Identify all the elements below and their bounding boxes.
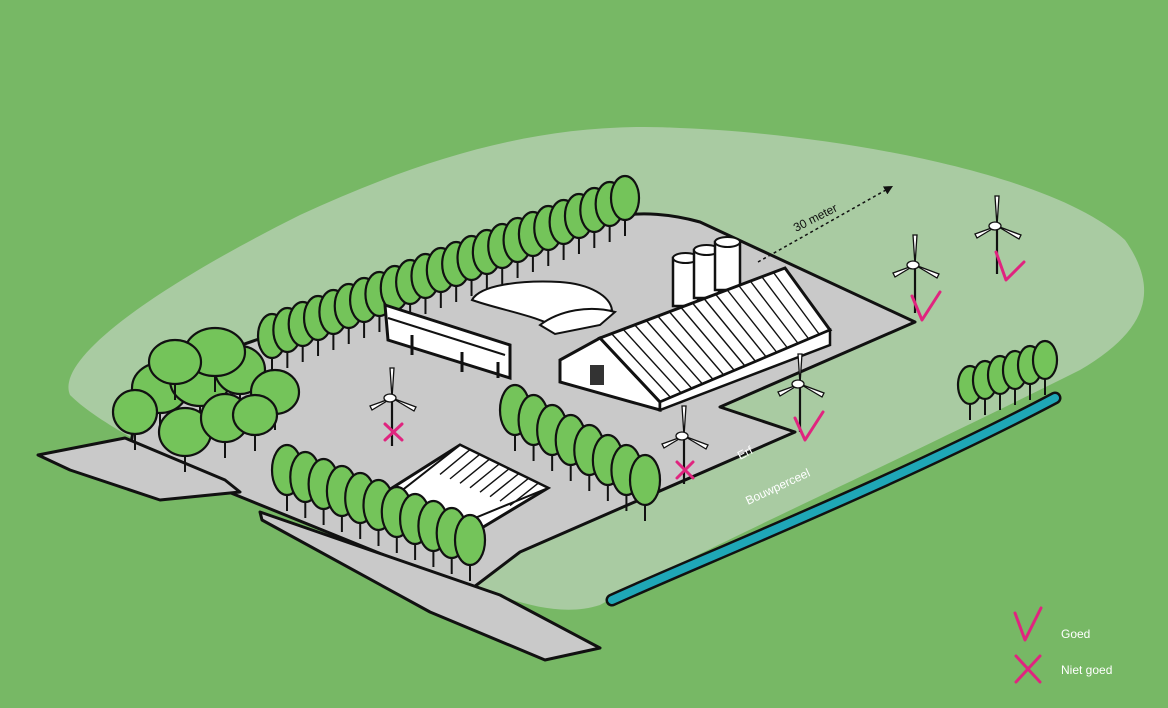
tree-row-back (256, 174, 641, 374)
wind-turbine-good-1 (776, 352, 826, 442)
wind-turbine-bad-1 (368, 366, 418, 448)
tree-icon (111, 388, 159, 450)
check-mark-icon (994, 250, 1026, 282)
access-road-left (36, 436, 242, 502)
silage-heap (470, 280, 618, 336)
legend: Goed Niet goed (1013, 606, 1112, 684)
open-shed (383, 302, 512, 381)
check-mark-icon (793, 410, 825, 442)
wind-turbine-good-2 (891, 233, 942, 322)
tree-icon (453, 513, 487, 581)
tree-row-middle (498, 383, 662, 521)
distance-arrow (757, 185, 894, 263)
tree-icon (628, 453, 662, 521)
tree-cluster-left (111, 326, 301, 472)
check-mark-icon (1013, 606, 1043, 642)
tree-icon (1031, 339, 1059, 395)
erf-label: Erf (735, 443, 756, 463)
tree-icon (147, 338, 203, 400)
legend-bad-label: Niet goed (1061, 663, 1112, 677)
cross-mark-icon (383, 422, 404, 442)
wind-turbine-good-3 (973, 194, 1026, 282)
tree-row-right (956, 339, 1059, 420)
wind-turbine-bad-2 (660, 404, 710, 486)
cross-mark-icon (675, 460, 695, 480)
access-road-front (258, 510, 602, 662)
tree-icon (609, 174, 641, 236)
check-mark-icon (910, 290, 942, 322)
tree-row-front (270, 443, 487, 581)
cross-mark-icon (1014, 654, 1042, 684)
legend-good-label: Goed (1061, 627, 1090, 641)
tree-icon (231, 393, 279, 451)
silos (671, 236, 742, 308)
main-barn (558, 266, 833, 412)
